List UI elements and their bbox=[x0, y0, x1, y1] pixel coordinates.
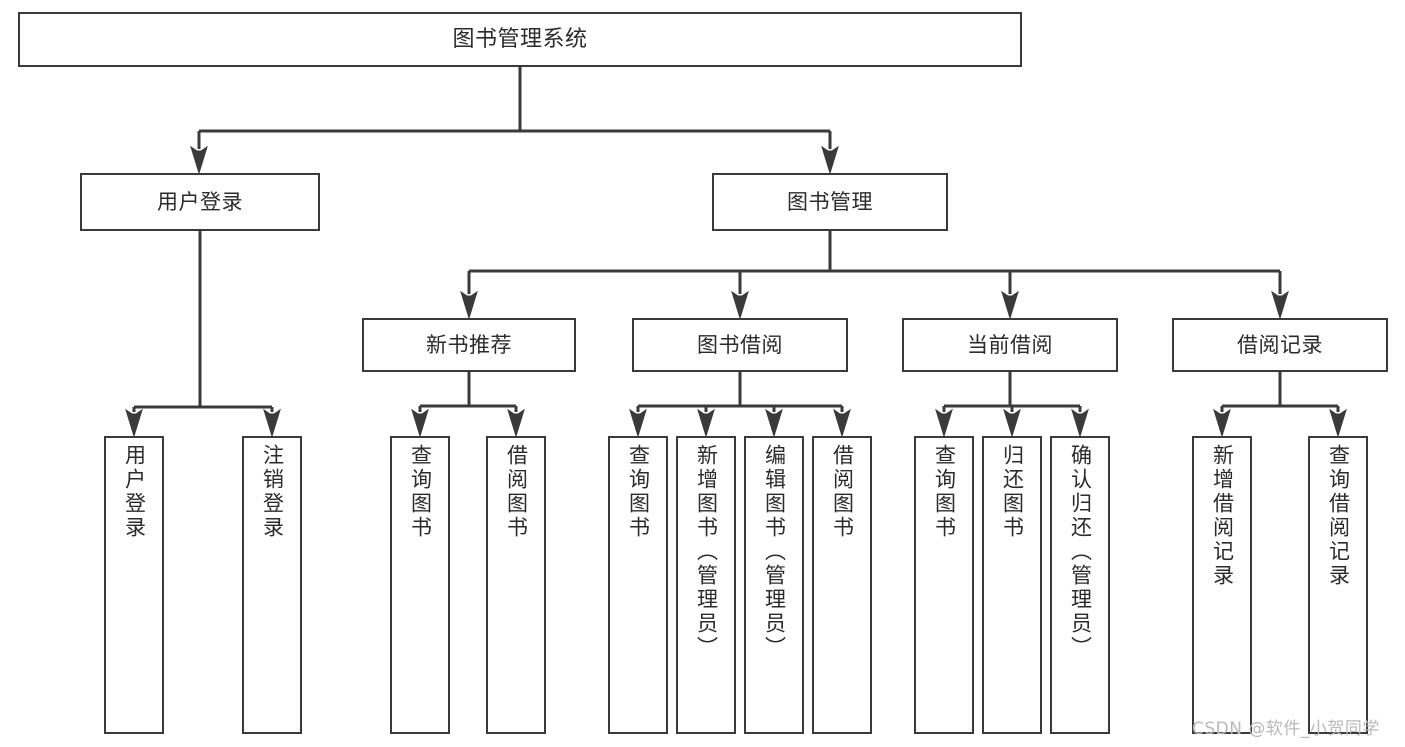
book-manage-to-children-arrowhead-0 bbox=[460, 290, 478, 320]
current-borrow-to-leaves-arrowhead-2 bbox=[1071, 408, 1089, 438]
node-label-leaf-edit-book: 编辑图书（管理员） bbox=[762, 444, 787, 660]
node-leaf-user-logout[interactable]: 注销登录 bbox=[242, 436, 302, 734]
node-label-leaf-add-record: 新增借阅记录 bbox=[1210, 444, 1235, 588]
book-borrow-to-leaves-arrowhead-0 bbox=[629, 408, 647, 438]
user-login-to-leaves-arrowhead-0 bbox=[125, 408, 143, 438]
node-leaf-borrow-book-rec[interactable]: 借阅图书 bbox=[486, 436, 546, 734]
node-leaf-query-record[interactable]: 查询借阅记录 bbox=[1308, 436, 1368, 734]
book-manage-to-children-arrowhead-1 bbox=[731, 290, 749, 320]
user-login-to-leaves-arrowhead-1 bbox=[263, 408, 281, 438]
node-book-manage[interactable]: 图书管理 bbox=[712, 173, 948, 231]
node-leaf-edit-book[interactable]: 编辑图书（管理员） bbox=[744, 436, 804, 734]
node-root[interactable]: 图书管理系统 bbox=[18, 12, 1022, 67]
node-label-leaf-add-book: 新增图书（管理员） bbox=[694, 444, 719, 660]
node-label-leaf-return-book: 归还图书 bbox=[1000, 444, 1025, 540]
node-label-user-login: 用户登录 bbox=[157, 189, 243, 214]
book-manage-to-children-arrowhead-3 bbox=[1271, 290, 1289, 320]
book-borrow-to-leaves-arrowhead-2 bbox=[765, 408, 783, 438]
node-label-leaf-query-book-cur: 查询图书 bbox=[932, 444, 957, 540]
node-label-book-manage: 图书管理 bbox=[787, 189, 873, 214]
node-label-book-borrow: 图书借阅 bbox=[697, 332, 783, 357]
node-leaf-add-book[interactable]: 新增图书（管理员） bbox=[676, 436, 736, 734]
node-user-login[interactable]: 用户登录 bbox=[80, 173, 320, 231]
node-leaf-query-book-rec[interactable]: 查询图书 bbox=[390, 436, 450, 734]
node-leaf-query-book[interactable]: 查询图书 bbox=[608, 436, 668, 734]
node-leaf-return-book[interactable]: 归还图书 bbox=[982, 436, 1042, 734]
node-borrow-record[interactable]: 借阅记录 bbox=[1172, 318, 1388, 372]
node-label-current-borrow: 当前借阅 bbox=[967, 332, 1053, 357]
new-book-rec-to-leaves-arrowhead-0 bbox=[411, 408, 429, 438]
node-label-leaf-query-book: 查询图书 bbox=[626, 444, 651, 540]
watermark-label: CSDN @软件_小贺同学 bbox=[1192, 719, 1380, 739]
node-label-new-book-rec: 新书推荐 bbox=[426, 332, 512, 357]
node-label-leaf-borrow-book-rec: 借阅图书 bbox=[504, 444, 529, 540]
connector-group bbox=[125, 67, 1347, 438]
current-borrow-to-leaves-arrowhead-1 bbox=[1003, 408, 1021, 438]
node-label-leaf-borrow-book: 借阅图书 bbox=[830, 444, 855, 540]
node-label-leaf-confirm-return: 确认归还（管理员） bbox=[1068, 444, 1093, 660]
node-label-leaf-user-logout: 注销登录 bbox=[260, 444, 285, 540]
current-borrow-to-leaves-arrowhead-0 bbox=[935, 408, 953, 438]
node-leaf-borrow-book[interactable]: 借阅图书 bbox=[812, 436, 872, 734]
borrow-record-to-leaves-arrowhead-0 bbox=[1213, 408, 1231, 438]
node-current-borrow[interactable]: 当前借阅 bbox=[902, 318, 1118, 372]
book-borrow-to-leaves-arrowhead-3 bbox=[833, 408, 851, 438]
node-leaf-query-book-cur[interactable]: 查询图书 bbox=[914, 436, 974, 734]
node-label-borrow-record: 借阅记录 bbox=[1237, 332, 1323, 357]
node-new-book-rec[interactable]: 新书推荐 bbox=[362, 318, 576, 372]
root-to-level2-arrowhead-1 bbox=[821, 145, 839, 175]
node-label-leaf-query-record: 查询借阅记录 bbox=[1326, 444, 1351, 588]
root-to-level2-arrowhead-0 bbox=[190, 145, 208, 175]
node-label-root: 图书管理系统 bbox=[452, 26, 588, 52]
new-book-rec-to-leaves-arrowhead-1 bbox=[507, 408, 525, 438]
node-label-leaf-user-login: 用户登录 bbox=[122, 444, 147, 540]
book-borrow-to-leaves-arrowhead-1 bbox=[697, 408, 715, 438]
node-book-borrow[interactable]: 图书借阅 bbox=[632, 318, 848, 372]
node-leaf-confirm-return[interactable]: 确认归还（管理员） bbox=[1050, 436, 1110, 734]
book-manage-to-children-arrowhead-2 bbox=[1001, 290, 1019, 320]
node-leaf-user-login[interactable]: 用户登录 bbox=[104, 436, 164, 734]
node-label-leaf-query-book-rec: 查询图书 bbox=[408, 444, 433, 540]
node-leaf-add-record[interactable]: 新增借阅记录 bbox=[1192, 436, 1252, 734]
borrow-record-to-leaves-arrowhead-1 bbox=[1329, 408, 1347, 438]
